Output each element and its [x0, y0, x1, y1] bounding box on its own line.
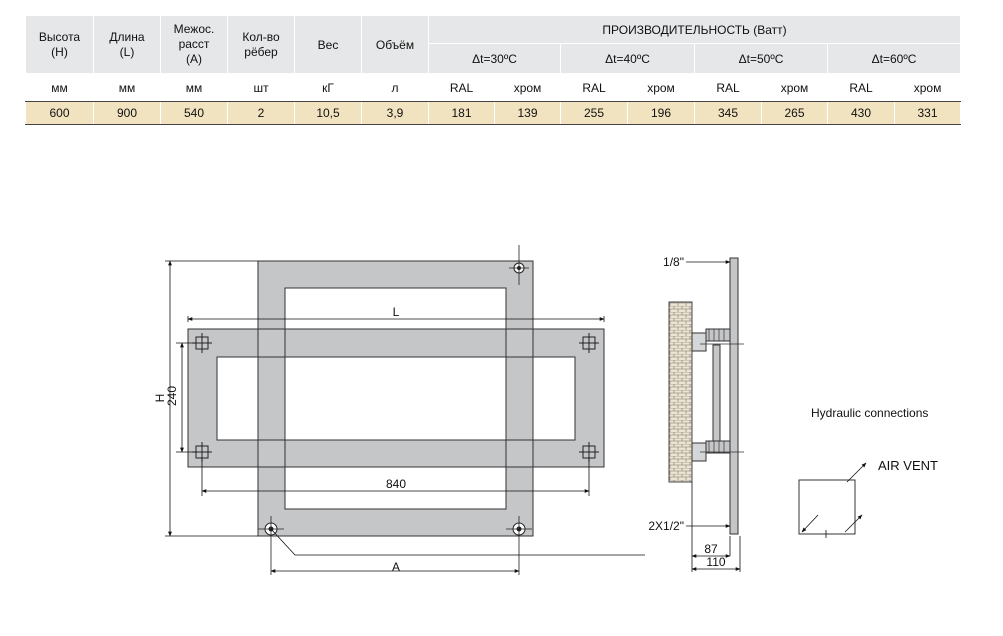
specs-table: Высота(H) Длина(L) Межос.расст(A) Кол-во…	[25, 15, 962, 125]
value-cell: 10,5	[294, 101, 362, 125]
side-dimension-lines	[686, 260, 741, 572]
thread-top-label: 1/8"	[663, 255, 684, 269]
value-cell: 255	[560, 101, 628, 125]
dim-240-label: 240	[165, 386, 179, 406]
value-cell: 2	[227, 101, 295, 125]
header-height: Высота(H)	[25, 15, 94, 74]
unit-cell: хром	[627, 73, 695, 102]
side-radiator-body	[691, 257, 744, 535]
value-cell: 540	[160, 101, 228, 125]
dim-110-label: 110	[706, 555, 725, 569]
unit-cell: RAL	[827, 73, 895, 102]
legend-title: Hydraulic connections	[811, 406, 928, 420]
wall-section	[668, 301, 693, 483]
dim-H-label: H	[153, 394, 167, 403]
unit-cell: хром	[893, 73, 962, 102]
radiator-vertical-frame	[257, 260, 534, 537]
dim-A-label: A	[392, 560, 400, 574]
value-cell: 430	[827, 101, 895, 125]
value-cell: 345	[694, 101, 762, 125]
dim-87-label: 87	[704, 542, 718, 556]
unit-cell: мм	[25, 73, 94, 102]
header-length: Длина(L)	[93, 15, 161, 74]
header-volume: Объём	[361, 15, 429, 74]
side-view: 1/8" 2X1/2" 87 110	[648, 255, 744, 572]
legend-arrows	[801, 462, 867, 538]
unit-cell: л	[361, 73, 429, 102]
unit-cell: мм	[93, 73, 161, 102]
header-dt60: Δt=60ºC	[826, 43, 962, 74]
header-performance: ПРОИЗВОДИТЕЛЬНОСТЬ (Ватт)	[427, 15, 962, 44]
unit-cell: RAL	[428, 73, 495, 102]
value-cell: 265	[761, 101, 828, 125]
unit-cell: хром	[494, 73, 561, 102]
air-vent-label: AIR VENT	[878, 458, 938, 473]
value-cell: 139	[494, 101, 561, 125]
connection-ports	[258, 245, 532, 575]
unit-cell: хром	[761, 73, 828, 102]
dim-840-label: 840	[386, 477, 406, 491]
header-spacing: Межос.расст(A)	[160, 15, 228, 74]
value-cell: 900	[93, 101, 161, 125]
value-cell: 196	[627, 101, 695, 125]
header-dt50: Δt=50ºC	[694, 43, 828, 74]
value-cell: 600	[25, 101, 94, 125]
dim-L-label: L	[393, 305, 400, 319]
unit-cell: RAL	[560, 73, 628, 102]
front-dimension-lines	[165, 260, 645, 573]
thread-bottom-label: 2X1/2"	[648, 519, 684, 533]
front-view: L H 240 840 A	[153, 245, 645, 575]
header-weight: Вес	[294, 15, 362, 74]
value-cell: 331	[893, 101, 962, 125]
header-dt30: Δt=30ºC	[428, 43, 561, 74]
hydraulic-legend: Hydraulic connections AIR VENT	[798, 406, 938, 538]
unit-cell: RAL	[694, 73, 762, 102]
radiator-horizontal-frame	[187, 328, 605, 468]
